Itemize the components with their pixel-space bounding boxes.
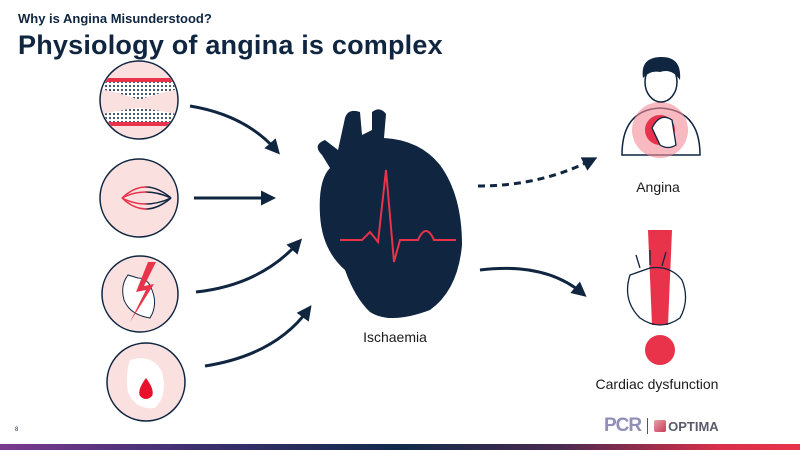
vasospasm-heart-icon	[101, 255, 179, 333]
microvascular-dysfunction-icon	[99, 158, 179, 238]
optima-logo-text: OPTIMA	[668, 418, 719, 434]
slide-title: Physiology of angina is complex	[18, 30, 443, 60]
heart-ischaemia-icon	[317, 109, 462, 319]
slide-subtitle: Why is Angina Misunderstood?	[18, 11, 212, 26]
cause-arrows	[189, 104, 598, 368]
ischaemia-label: Ischaemia	[363, 329, 427, 345]
optima-logo-mark-icon	[654, 420, 667, 432]
optima-logo: OPTIMA	[654, 419, 719, 434]
heart-blood-drop-icon	[106, 342, 186, 422]
slide-number: 8	[15, 427, 19, 433]
coronary-stenosis-icon	[99, 60, 179, 140]
footer-gradient-bar	[0, 444, 800, 450]
cardiac-dysfunction-icon	[626, 230, 687, 365]
angina-label: Angina	[636, 179, 680, 195]
logo-divider	[647, 418, 649, 434]
footer-logos: PCR OPTIMA	[604, 415, 719, 437]
cardiac-dysfunction-label: Cardiac dysfunction	[595, 376, 719, 392]
angina-person-icon	[621, 56, 701, 158]
pcr-logo: PCR	[604, 415, 642, 436]
